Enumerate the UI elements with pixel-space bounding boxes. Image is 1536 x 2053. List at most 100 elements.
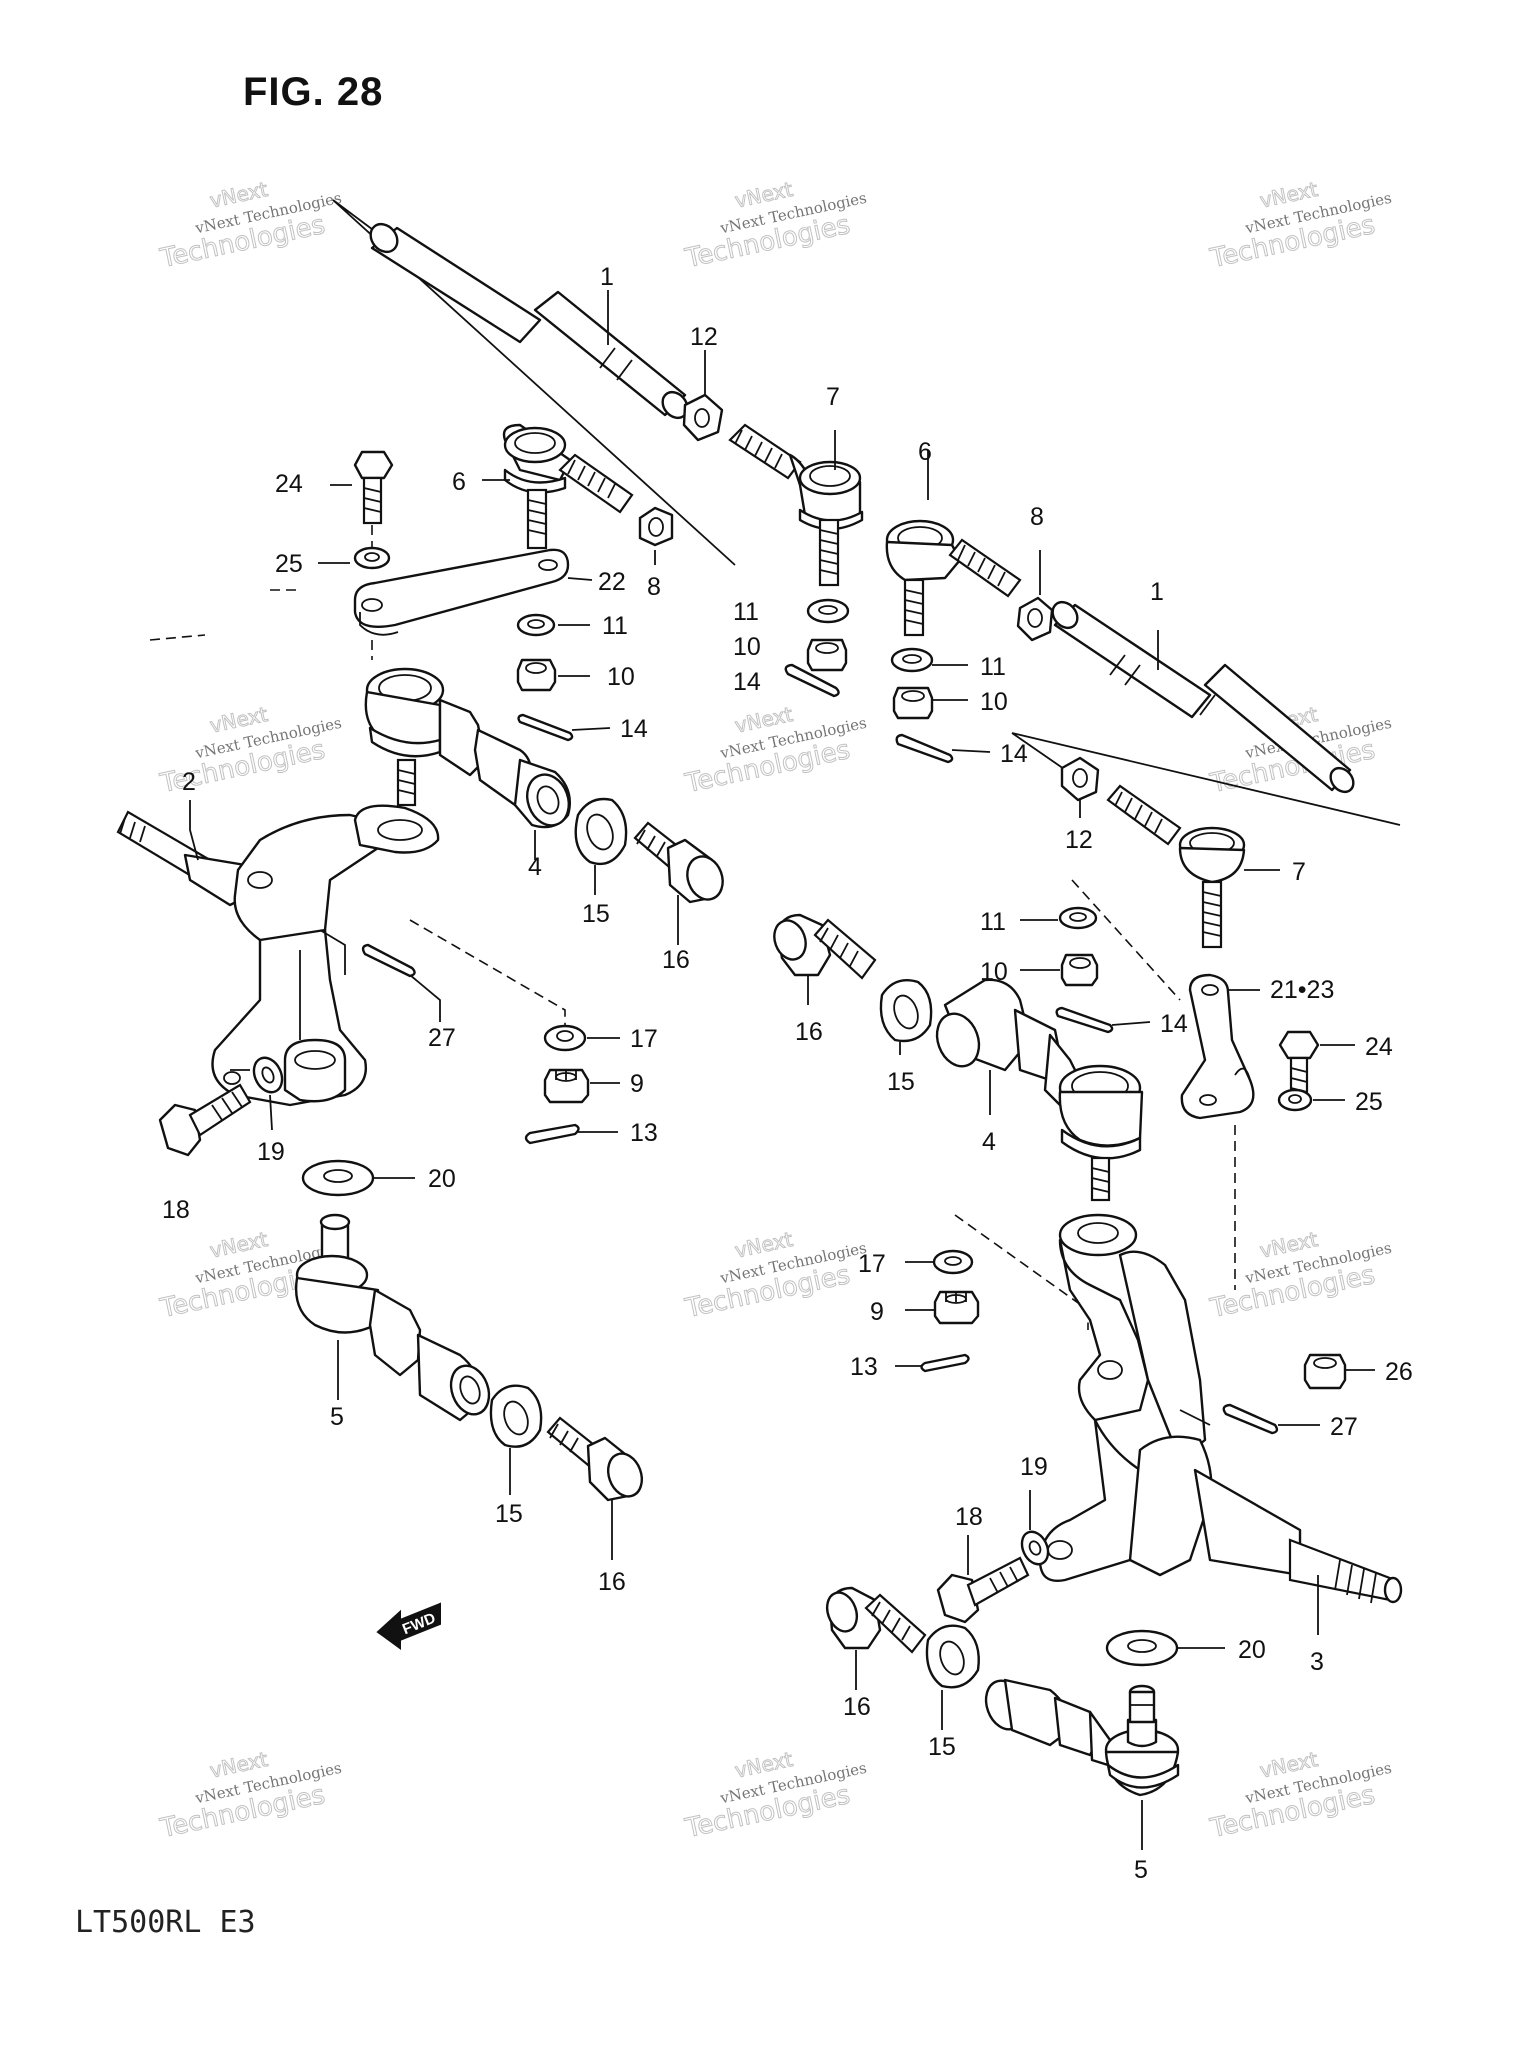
cotter-27-right (1222, 1403, 1279, 1435)
bolt-16-lower-right (825, 1586, 927, 1654)
callout-16: 16 (662, 946, 690, 974)
callout-11: 11 (602, 612, 628, 640)
callout-19: 19 (1020, 1453, 1048, 1481)
nut-12-right (1060, 756, 1100, 802)
washer-17-left (543, 1024, 587, 1052)
callout-15: 15 (887, 1068, 915, 1096)
nut-8-right (1016, 596, 1054, 642)
tie-rod-end-4-left (364, 667, 572, 829)
callout-11: 11 (980, 653, 1006, 681)
washer-11-right (1058, 906, 1098, 930)
nut-26 (1303, 1353, 1347, 1390)
callout-7: 7 (826, 383, 840, 411)
cotter-14-right-low (1055, 1006, 1114, 1034)
callout-24: 24 (1365, 1033, 1393, 1061)
fwd-label: FWD (400, 1610, 438, 1639)
washer-15-upper-left (574, 797, 628, 866)
callout-10: 10 (980, 958, 1008, 986)
callout-1: 1 (1150, 578, 1164, 606)
tie-rod-end-4-right (935, 978, 1144, 1202)
watermark: vNext vNext Technologies Technologies (157, 701, 344, 799)
callout-6: 6 (918, 438, 932, 466)
washer-15-lower-right (925, 1624, 980, 1689)
callout-15: 15 (582, 900, 610, 928)
callout-16: 16 (843, 1693, 871, 1721)
washer-15-lower-left (489, 1384, 543, 1448)
callout-8: 8 (1030, 503, 1044, 531)
callout-26: 26 (1385, 1358, 1413, 1386)
callout-5: 5 (1134, 1856, 1148, 1884)
callout-18: 18 (162, 1196, 190, 1224)
nut-10-mid-right (892, 686, 934, 720)
callout-13: 13 (630, 1119, 658, 1147)
callout-16: 16 (795, 1018, 823, 1046)
callout-10: 10 (733, 633, 761, 661)
cotter-14-upper-right (784, 663, 840, 698)
castle-nut-9-left (543, 1068, 590, 1104)
callout-9: 9 (870, 1298, 884, 1326)
cotter-27-left (361, 943, 416, 978)
callout-4: 4 (528, 853, 542, 881)
watermark: vNext vNext Technologies Technologies (157, 1746, 344, 1844)
watermark: vNext vNext Technologies Technologies (157, 176, 344, 274)
arm-21-23 (1180, 973, 1255, 1120)
washer-19-left (252, 1056, 284, 1094)
callout-12: 12 (1065, 826, 1093, 854)
callout-4: 4 (982, 1128, 996, 1156)
watermark: vNext vNext Technologies Technologies (1207, 176, 1394, 274)
washer-19-right (1020, 1530, 1050, 1566)
castle-nut-9-right (933, 1290, 980, 1325)
nut-10-upper-right (806, 638, 848, 672)
callout-27: 27 (1330, 1413, 1358, 1441)
washer-20-left (301, 1159, 375, 1197)
callout-labels: 1 12 7 6 24 8 25 22 11 10 14 2 4 15 16 2… (162, 263, 1413, 1884)
nut-10-left (516, 658, 557, 692)
callout-11: 11 (733, 598, 759, 626)
callout-17: 17 (630, 1025, 658, 1053)
callout-13: 13 (850, 1353, 878, 1381)
tie-rod-end-7-left (728, 423, 864, 587)
cotter-14-left (517, 713, 574, 742)
bolt-16-upper-right (773, 913, 877, 980)
callout-1: 1 (600, 263, 614, 291)
callout-2: 2 (182, 768, 196, 796)
callout-14: 14 (620, 715, 648, 743)
callout-18: 18 (955, 1503, 983, 1531)
callout-14: 14 (1000, 740, 1028, 768)
watermark: vNext vNext Technologies Technologies (682, 176, 869, 274)
callout-3: 3 (1310, 1648, 1324, 1676)
callout-10: 10 (607, 663, 635, 691)
bolt-24-left (353, 450, 394, 525)
callout-7: 7 (1292, 858, 1306, 886)
washer-25-right (1277, 1088, 1313, 1112)
callout-14: 14 (733, 668, 761, 696)
nut-8-left (638, 506, 674, 547)
callout-16: 16 (598, 1568, 626, 1596)
callout-5: 5 (330, 1403, 344, 1431)
washer-11-mid-right (890, 647, 934, 673)
washer-25-left (353, 546, 391, 570)
tie-rod-end-6-left (502, 423, 634, 550)
knuckle-3 (1038, 1213, 1403, 1604)
bolt-16-lower-left (546, 1416, 644, 1502)
tie-rod-right (1051, 600, 1355, 794)
washer-15-upper-right (879, 978, 933, 1043)
watermark: vNext vNext Technologies Technologies (1207, 1746, 1394, 1844)
watermark: vNext vNext Technologies Technologies (682, 1226, 869, 1324)
ball-joint-5-left (294, 1213, 491, 1422)
washer-11-upper-right (806, 598, 850, 624)
ball-joint-5-right (984, 1678, 1180, 1797)
callout-12: 12 (690, 323, 718, 351)
callout-14: 14 (1160, 1010, 1188, 1038)
callout-10: 10 (980, 688, 1008, 716)
model-code: LT500RL E3 (75, 1905, 256, 1940)
washer-17-right (932, 1249, 974, 1275)
bolt-18-left (158, 1083, 252, 1157)
arm-22 (353, 548, 570, 636)
watermark: vNext vNext Technologies Technologies (1207, 1226, 1394, 1324)
tie-rod-end-7-right (1106, 784, 1246, 949)
watermark: vNext vNext Technologies Technologies (682, 1746, 869, 1844)
tie-rod-left (369, 222, 689, 420)
